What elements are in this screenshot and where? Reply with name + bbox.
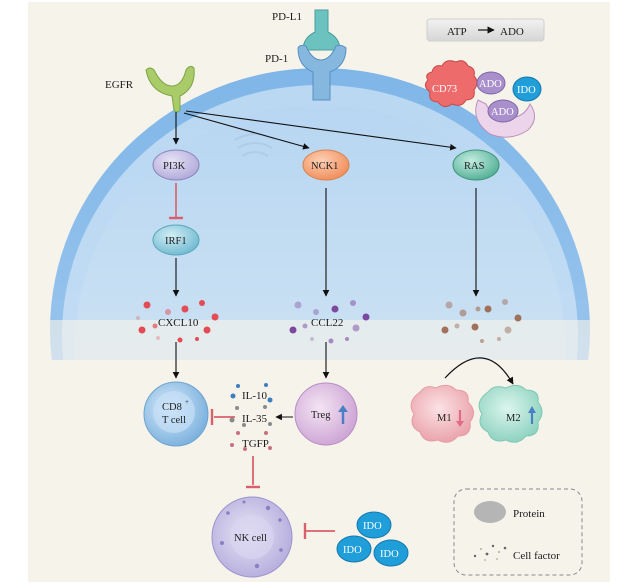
ido-3-label: IDO — [380, 549, 399, 560]
treg-label: Treg — [311, 410, 331, 421]
arrow-egfr-ras — [185, 110, 457, 151]
egfr-label: EGFR — [105, 79, 134, 91]
m2-label: M2 — [506, 413, 521, 424]
tgfb-label: TGFP — [242, 438, 269, 450]
cd73-protein: CD73 — [424, 60, 478, 108]
pdl1-label: PD-L1 — [272, 11, 302, 23]
m1-macrophage: M1 — [410, 384, 474, 443]
m2-macrophage: M2 — [478, 384, 543, 443]
legend-protein-label: Protein — [513, 508, 545, 520]
arrow-m1-m2 — [444, 357, 514, 385]
cd73-label: CD73 — [432, 84, 457, 95]
ido-surface-protein: IDO — [512, 76, 542, 102]
ado-2-label: ADO — [491, 107, 514, 118]
ido-surface-label: IDO — [517, 85, 536, 96]
tgfb-dots — [230, 431, 272, 451]
il10-label: IL-10 — [242, 390, 268, 402]
arrow-egfr-nck1 — [183, 112, 310, 150]
ras-cell-factor — [441, 299, 522, 343]
il10-dots — [230, 383, 273, 403]
il35-dots — [229, 405, 272, 427]
ido-protein-1: IDO — [356, 511, 392, 539]
treg-cell: Treg — [294, 382, 358, 446]
cxcl10-cell-factor — [136, 300, 219, 343]
atp-to-ado-box: ATP ADO — [426, 18, 545, 42]
pi3k-label: PI3K — [163, 161, 186, 172]
nk-cell: NK cell — [211, 496, 293, 578]
down-arrow-icon — [456, 410, 464, 427]
ido-protein-3: IDO — [373, 539, 409, 567]
legend: Protein Cell factor — [453, 488, 583, 576]
egfr-receptor — [145, 65, 195, 113]
atp-label: ATP — [447, 26, 467, 38]
ado-1-label: ADO — [479, 79, 502, 90]
ccl22-label: CCL22 — [311, 317, 343, 329]
ido-1-label: IDO — [363, 521, 382, 532]
golgi-organelle — [234, 133, 276, 157]
ido-protein-2: IDO — [336, 535, 372, 563]
irf1-label: IRF1 — [165, 236, 187, 247]
legend-protein-swatch — [474, 501, 506, 523]
cxcl10-label: CXCL10 — [158, 317, 199, 329]
ccl22-cell-factor — [289, 300, 370, 344]
up-arrow-icon — [528, 406, 536, 424]
cd8-superscript: + — [185, 398, 189, 406]
ras-node: RAS — [452, 149, 500, 181]
cd8-label: CD8 — [162, 402, 182, 413]
nk-label: NK cell — [234, 533, 267, 544]
cd8-tcell-label: T cell — [162, 415, 186, 426]
pd1-receptor — [297, 44, 347, 101]
il35-label: IL-35 — [242, 413, 268, 425]
irf1-node: IRF1 — [152, 224, 200, 256]
legend-cell-factor-swatch — [473, 544, 507, 561]
legend-cell-factor-label: Cell factor — [513, 550, 560, 562]
up-arrow-icon — [338, 405, 348, 424]
nck1-label: NCK1 — [311, 161, 338, 172]
ado-label: ADO — [500, 26, 524, 38]
m1-label: M1 — [437, 413, 452, 424]
pd1-label: PD-1 — [265, 53, 288, 65]
ado-molecule-1: ADO — [476, 71, 506, 95]
ras-label: RAS — [464, 161, 485, 172]
cd8-t-cell: CD8 + T cell — [143, 381, 209, 447]
nck1-node: NCK1 — [302, 149, 350, 181]
pi3k-node: PI3K — [152, 149, 200, 181]
ado-molecule-2: ADO — [487, 99, 519, 123]
ido-2-label: IDO — [343, 545, 362, 556]
